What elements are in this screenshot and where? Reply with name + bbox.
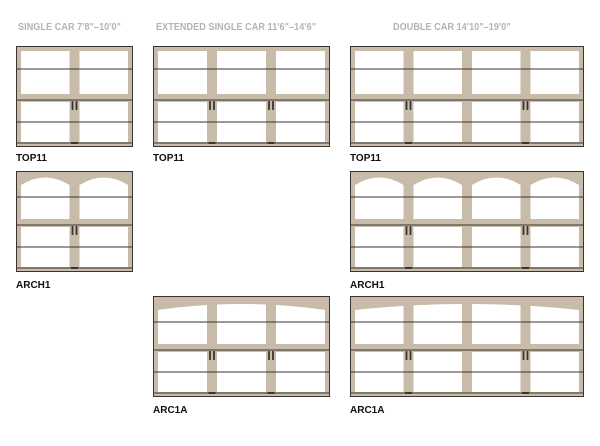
arched-window-panel — [355, 305, 404, 344]
window-panel — [158, 51, 207, 94]
handle-icon — [409, 101, 412, 110]
label-double-arc1a: ARC1A — [350, 405, 385, 416]
handle-icon — [405, 351, 408, 360]
hinge-icon — [71, 142, 78, 144]
arched-window-panel — [217, 304, 266, 344]
window-panel — [530, 51, 579, 94]
window-panel — [355, 51, 404, 94]
handle-icon — [71, 101, 74, 110]
handle-icon — [268, 101, 270, 110]
handle-icon — [405, 101, 408, 110]
handle-icon — [71, 226, 74, 235]
door-single-top11[interactable] — [16, 46, 133, 147]
window-panel — [413, 51, 462, 94]
handle-icon — [75, 226, 78, 235]
hinge-icon — [208, 142, 216, 144]
window-panel — [79, 51, 128, 94]
hinge-icon — [405, 267, 412, 269]
handle-icon — [526, 101, 529, 110]
hinge-icon — [405, 392, 412, 394]
label-double-arch1: ARCH1 — [350, 280, 385, 291]
hinge-icon — [522, 392, 529, 394]
door-double-top11[interactable] — [350, 46, 584, 147]
handle-icon — [209, 101, 211, 110]
handle-icon — [213, 101, 215, 110]
hinge-icon — [522, 267, 529, 269]
arched-window-panel — [413, 304, 462, 344]
handle-icon — [522, 226, 525, 235]
handle-icon — [526, 226, 529, 235]
hinge-icon — [522, 142, 529, 144]
header-extended-single-car: EXTENDED SINGLE CAR 11'6"–14'6" — [156, 21, 317, 33]
arched-window-panel — [79, 177, 128, 219]
label-single-top11: TOP11 — [16, 153, 47, 164]
handle-icon — [405, 226, 408, 235]
handle-icon — [522, 351, 525, 360]
label-double-top11: TOP11 — [350, 153, 381, 164]
arched-window-panel — [413, 177, 462, 219]
handle-icon — [75, 101, 78, 110]
label-extended-arc1a: ARC1A — [153, 405, 188, 416]
door-extended-top11[interactable] — [153, 46, 330, 147]
window-panel — [472, 51, 521, 94]
hinge-icon — [71, 267, 78, 269]
handle-icon — [522, 101, 525, 110]
door-extended-arc1a[interactable] — [153, 296, 330, 397]
window-panel — [21, 51, 70, 94]
arched-window-panel — [472, 177, 521, 219]
door-double-arc1a[interactable] — [350, 296, 584, 397]
handle-icon — [409, 351, 412, 360]
handle-icon — [209, 351, 211, 360]
door-single-arch1[interactable] — [16, 171, 133, 272]
handle-icon — [272, 101, 274, 110]
header-double-car: DOUBLE CAR 14'10"–19'0" — [393, 21, 511, 33]
arched-window-panel — [276, 305, 325, 344]
hinge-icon — [405, 142, 412, 144]
label-extended-top11: TOP11 — [153, 153, 184, 164]
label-single-arch1: ARCH1 — [16, 280, 51, 291]
hinge-icon — [267, 142, 275, 144]
hinge-icon — [208, 392, 216, 394]
arched-window-panel — [472, 304, 521, 344]
handle-icon — [213, 351, 215, 360]
arched-window-panel — [158, 305, 207, 344]
arched-window-panel — [21, 177, 70, 219]
handle-icon — [409, 226, 412, 235]
arched-window-panel — [355, 177, 404, 219]
handle-icon — [268, 351, 270, 360]
arched-window-panel — [530, 177, 579, 219]
window-panel — [217, 51, 266, 94]
handle-icon — [272, 351, 274, 360]
window-panel — [276, 51, 325, 94]
handle-icon — [526, 351, 529, 360]
arched-window-panel — [530, 305, 579, 344]
door-double-arch1[interactable] — [350, 171, 584, 272]
header-single-car: SINGLE CAR 7'8"–10'0" — [18, 21, 121, 33]
hinge-icon — [267, 392, 275, 394]
